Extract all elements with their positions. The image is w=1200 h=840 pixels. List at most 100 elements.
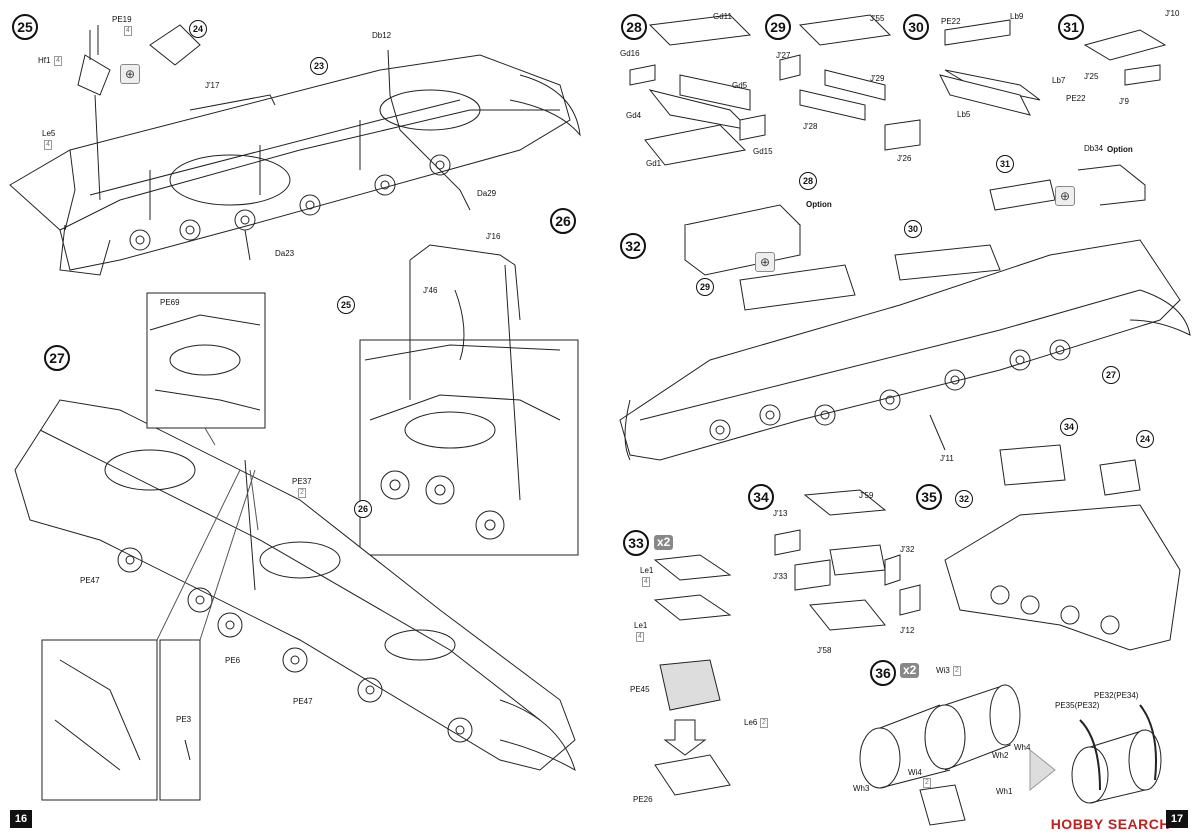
label-da23: Da23 (275, 249, 295, 258)
label-lb7: Lb7 (1052, 76, 1066, 85)
step-36-marker: 36 (870, 660, 896, 686)
step27-chassis-drawing (14, 399, 576, 772)
pe3-inset-frame (41, 639, 158, 801)
glue-icon: ⊕ (120, 64, 140, 84)
label-db34: Db34 (1084, 144, 1104, 153)
label-pe69: PE69 (160, 298, 180, 307)
label-lb9: Lb9 (1010, 12, 1024, 21)
label-gd11: Gd11 (713, 12, 732, 21)
option-label-28: Option (806, 200, 832, 209)
ref-27: 27 (1102, 366, 1120, 384)
ref-24: 24 (1136, 430, 1154, 448)
count-wi4: 2 (923, 778, 931, 788)
label-pe19: PE19 (112, 15, 132, 24)
ref-30: 30 (904, 220, 922, 238)
ref-24: 24 (189, 20, 207, 38)
label-db12: Db12 (372, 31, 392, 40)
option-label-34: Option (1107, 145, 1133, 154)
label-le5: Le5 (42, 129, 56, 138)
count-pe37: 2 (298, 488, 306, 498)
label-le1-a: Le1 (640, 566, 654, 575)
watermark-hobby-search: HOBBY SEARCH (1050, 816, 1170, 832)
step-33-marker: 33 (623, 530, 649, 556)
ref-28: 28 (799, 172, 817, 190)
label-j29: J'29 (870, 74, 885, 83)
label-pe47-b: PE47 (293, 697, 313, 706)
label-le1-b: Le1 (634, 621, 648, 630)
step-31-marker: 31 (1058, 14, 1084, 40)
label-lb5: Lb5 (957, 110, 971, 119)
count-le1-b: 4 (636, 632, 644, 642)
label-j12: J'12 (900, 626, 915, 635)
multiplier-33: x2 (654, 535, 674, 551)
label-gd1: Gd1 (646, 159, 662, 168)
ref-26: 26 (354, 500, 372, 518)
pe69-inset-frame (146, 292, 266, 429)
label-pe45: PE45 (630, 685, 650, 694)
right-page-drawings (619, 14, 1191, 826)
step-29-marker: 29 (765, 14, 791, 40)
right-page: 28 29 30 31 32 33 34 35 36 x2 x2 28 29 3… (600, 0, 1200, 840)
label-j10: J'10 (1165, 9, 1180, 18)
label-le6: Le6 (744, 718, 758, 727)
left-page-drawings (9, 24, 581, 801)
label-pe3: PE3 (176, 715, 192, 724)
label-pe22-b: PE22 (1066, 94, 1086, 103)
step-30-marker: 30 (903, 14, 929, 40)
ref-29: 29 (696, 278, 714, 296)
label-wh1: Wh1 (996, 787, 1013, 796)
label-pe6: PE6 (225, 656, 241, 665)
step-25-marker: 25 (12, 14, 38, 40)
ref-32: 32 (955, 490, 973, 508)
label-pe22-a: PE22 (941, 17, 961, 26)
pe3-part-frame (159, 639, 201, 801)
label-j11: J'11 (940, 454, 954, 463)
label-j59: J'59 (859, 491, 874, 500)
step25-chassis-drawing (9, 24, 581, 276)
count-le5: 4 (44, 140, 52, 150)
label-gd15: Gd15 (753, 147, 773, 156)
label-j9: J'9 (1119, 97, 1129, 106)
ref-23: 23 (310, 57, 328, 75)
label-j33: J'33 (773, 572, 788, 581)
label-j46: J'46 (423, 286, 438, 295)
label-pe37: PE37 (292, 477, 312, 486)
label-j17: J'17 (205, 81, 220, 90)
left-page-number: 16 (10, 810, 32, 828)
label-pe26: PE26 (633, 795, 653, 804)
count-pe19: 4 (124, 26, 132, 36)
label-wh3: Wh3 (853, 784, 870, 793)
label-j16: J'16 (486, 232, 501, 241)
label-wh4: Wh4 (1014, 743, 1031, 752)
step-34-marker: 34 (748, 484, 774, 510)
label-j27: J'27 (776, 51, 791, 60)
step-26-marker: 26 (550, 208, 576, 234)
label-j55: J'55 (870, 14, 885, 23)
step-28-marker: 28 (621, 14, 647, 40)
label-j28: J'28 (803, 122, 818, 131)
label-gd16: Gd16 (620, 49, 640, 58)
label-gd4: Gd4 (626, 111, 642, 120)
label-j58: J'58 (817, 646, 832, 655)
label-gd5: Gd5 (732, 81, 748, 90)
label-wi4: Wi4 (908, 768, 922, 777)
step26-inset-drawing (359, 244, 579, 556)
glue-icon-31: ⊕ (1055, 186, 1075, 206)
label-wi3: Wi3 (936, 666, 950, 675)
step-35-marker: 35 (916, 484, 942, 510)
count-le6: 2 (760, 718, 768, 728)
step-27-marker: 27 (44, 345, 70, 371)
label-da29: Da29 (477, 189, 497, 198)
ref-31: 31 (996, 155, 1014, 173)
ref-34: 34 (1060, 418, 1078, 436)
label-j32: J'32 (900, 545, 915, 554)
count-wi3: 2 (953, 666, 961, 676)
label-j13: J'13 (773, 509, 788, 518)
label-pe47-a: PE47 (80, 576, 100, 585)
label-pe35: PE35(PE32) (1055, 701, 1100, 710)
ref-25: 25 (337, 296, 355, 314)
count-le1-a: 4 (642, 577, 650, 587)
label-j25: J'25 (1084, 72, 1099, 81)
pe69-inset-detail (149, 314, 261, 411)
glue-icon-28: ⊕ (755, 252, 775, 272)
